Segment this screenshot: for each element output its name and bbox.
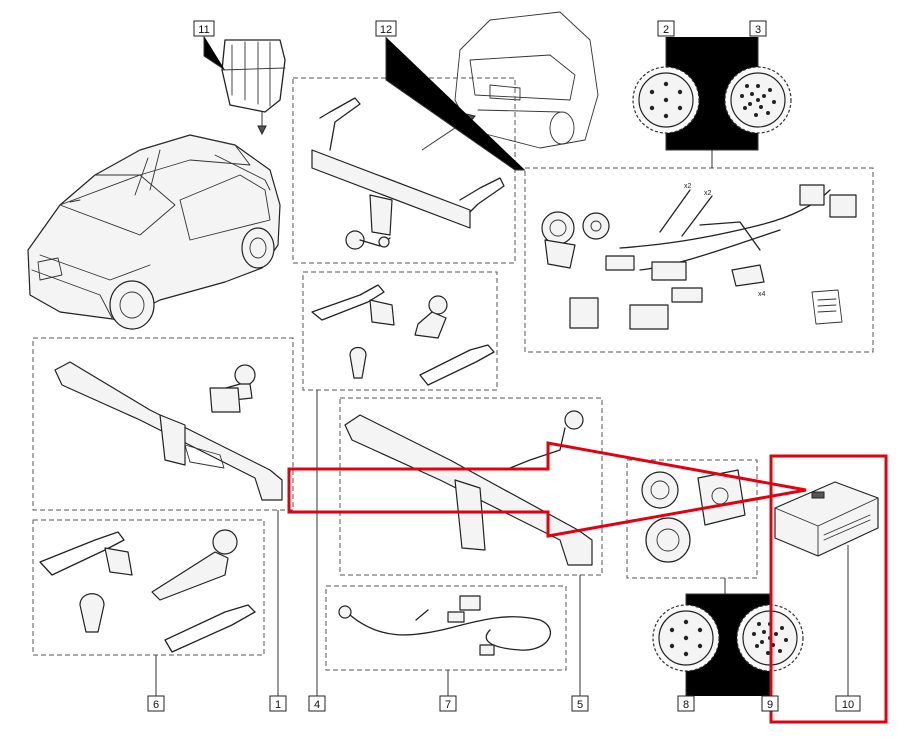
svg-text:2: 2: [663, 24, 669, 36]
svg-text:4: 4: [314, 699, 320, 711]
qty-label-screw-a: x2: [684, 183, 692, 190]
svg-text:8: 8: [683, 699, 689, 711]
tow-bar-beam-1: [54, 361, 283, 501]
electronic-module-10: [774, 481, 879, 696]
callout-3: 3: [749, 20, 767, 37]
callout-8: 8: [677, 695, 695, 712]
suv-rear-illustration: [421, 11, 599, 151]
socket-7-pin-illustration: [632, 66, 700, 134]
svg-text:10: 10: [842, 699, 854, 711]
socket-13-pin-illustration: [724, 66, 792, 134]
svg-text:11: 11: [198, 24, 209, 36]
bike-carrier-illustration: [221, 39, 286, 136]
callout-5: 5: [571, 695, 589, 712]
callout-12: 12: [375, 20, 397, 37]
svg-text:1: 1: [275, 699, 281, 711]
svg-text:12: 12: [380, 24, 392, 36]
callout-1: 1: [269, 695, 287, 712]
group-box-sockets: [626, 459, 758, 579]
fitting-parts-4: [311, 284, 495, 386]
svg-text:6: 6: [153, 699, 159, 711]
group-box-1: [32, 337, 294, 511]
group-box-7: [325, 585, 567, 671]
highlight-arrow: [287, 441, 807, 538]
group-box-5: [339, 397, 603, 576]
svg-text:5: 5: [577, 699, 583, 711]
wire-harness-7: [338, 595, 552, 656]
callout-11: 11: [193, 20, 215, 37]
callout-7: 7: [439, 695, 457, 712]
group-box-wiring-kit: [524, 167, 874, 353]
wiring-kit-parts: [541, 184, 857, 330]
qty-label-screw-b: x2: [704, 190, 712, 197]
svg-text:9: 9: [767, 699, 773, 711]
svg-text:3: 3: [755, 24, 761, 36]
fitting-parts-6: [39, 529, 256, 653]
tow-bar-assembly-12: [311, 97, 505, 250]
callout-10: 10: [835, 695, 861, 712]
socket-7-pin-lower-illustration: [652, 604, 720, 672]
svg-text:7: 7: [445, 699, 451, 711]
tow-bar-beam-5: [344, 410, 593, 566]
callout-6: 6: [147, 695, 165, 712]
highlight-box-module: [769, 454, 888, 724]
group-box-4: [302, 271, 498, 391]
suv-car-illustration: [27, 134, 281, 330]
callout-4: 4: [308, 695, 326, 712]
qty-label-clip: x4: [758, 291, 766, 298]
socket-housings: [641, 469, 746, 563]
callout-9: 9: [761, 695, 779, 712]
group-box-6: [32, 519, 265, 656]
callout-2: 2: [657, 20, 675, 37]
